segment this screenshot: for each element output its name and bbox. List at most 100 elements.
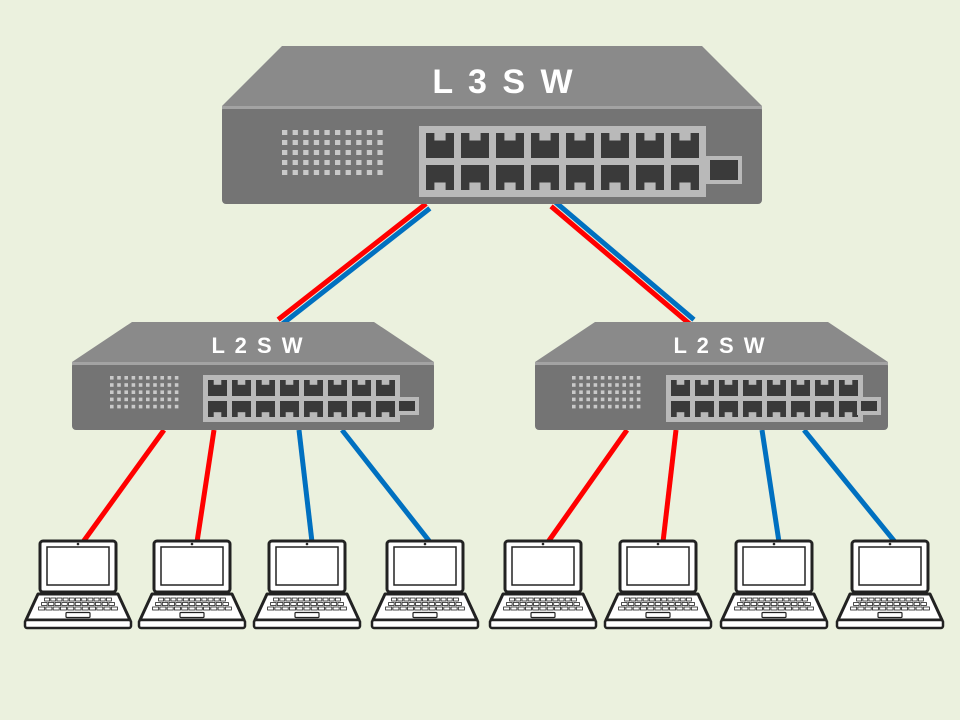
laptop-key bbox=[75, 597, 81, 602]
port-latch bbox=[539, 182, 551, 190]
laptop-key bbox=[915, 606, 923, 611]
laptop-key bbox=[310, 597, 317, 602]
port-latch bbox=[574, 133, 586, 141]
laptop-key bbox=[422, 597, 428, 602]
vent-hole bbox=[292, 160, 298, 165]
laptop-icon[interactable] bbox=[719, 539, 829, 630]
port-latch bbox=[261, 412, 270, 417]
access-link-blue bbox=[296, 429, 315, 543]
vent-hole bbox=[138, 390, 143, 394]
laptop-key bbox=[296, 606, 304, 611]
laptop-key bbox=[690, 606, 698, 611]
vent-hole bbox=[324, 150, 330, 155]
laptop-camera bbox=[656, 542, 660, 546]
vent-hole bbox=[593, 383, 598, 387]
laptop-key bbox=[756, 606, 763, 611]
ethernet-port bbox=[304, 401, 323, 417]
laptop-front-edge bbox=[835, 618, 945, 630]
laptop-key bbox=[281, 606, 289, 611]
vent-hole bbox=[153, 383, 157, 387]
laptop-key bbox=[777, 602, 784, 606]
laptop-key bbox=[181, 606, 189, 611]
laptop-icon[interactable] bbox=[370, 539, 480, 630]
laptop-key bbox=[99, 597, 106, 602]
laptop-camera bbox=[190, 542, 194, 546]
vent-hole bbox=[366, 150, 373, 155]
switch-core[interactable]: L 3 S W bbox=[222, 46, 762, 204]
vent-hole bbox=[313, 170, 320, 175]
laptop-key bbox=[74, 606, 82, 611]
laptop-icon[interactable] bbox=[137, 539, 247, 630]
vent-hole bbox=[579, 376, 583, 380]
laptop-display bbox=[511, 546, 575, 586]
vent-hole bbox=[174, 397, 179, 402]
laptop-key bbox=[686, 597, 692, 602]
blue-link-line bbox=[553, 199, 696, 322]
laptop-key bbox=[566, 602, 574, 606]
access-link-blue bbox=[802, 428, 897, 544]
laptop-key bbox=[661, 597, 668, 602]
laptop-key bbox=[152, 606, 160, 611]
laptop-icon[interactable] bbox=[488, 539, 598, 630]
laptop-key bbox=[175, 602, 182, 606]
vent-hole bbox=[146, 376, 150, 380]
laptop-key bbox=[893, 602, 900, 606]
laptop-icon[interactable] bbox=[23, 539, 133, 630]
laptop-key bbox=[503, 606, 511, 611]
vent-hole bbox=[579, 397, 583, 402]
laptop-key bbox=[38, 606, 46, 611]
laptop-key bbox=[857, 606, 865, 611]
laptop-key bbox=[553, 602, 560, 606]
laptop-key bbox=[279, 597, 286, 602]
ethernet-port bbox=[791, 380, 810, 396]
laptop-key bbox=[399, 606, 407, 611]
laptop-key bbox=[785, 606, 792, 611]
vent-hole bbox=[629, 397, 634, 402]
laptop-key bbox=[195, 602, 202, 606]
laptop-icon[interactable] bbox=[252, 539, 362, 630]
vent-hole bbox=[366, 170, 373, 175]
ethernet-port bbox=[232, 401, 251, 417]
laptop-key bbox=[159, 606, 167, 611]
vent-hole bbox=[600, 397, 605, 402]
port-latch bbox=[434, 133, 446, 141]
laptop-key bbox=[310, 602, 317, 606]
laptop-icon[interactable] bbox=[603, 539, 713, 630]
laptop-key bbox=[203, 606, 210, 611]
laptop-key bbox=[533, 602, 540, 606]
laptop-key bbox=[318, 606, 325, 611]
port-latch bbox=[609, 182, 621, 190]
laptop-key bbox=[873, 602, 880, 606]
laptop-key bbox=[455, 602, 462, 606]
uplink-core-left bbox=[276, 201, 432, 327]
laptop-key bbox=[283, 602, 290, 606]
ethernet-port bbox=[376, 401, 395, 417]
laptop-key bbox=[303, 606, 311, 611]
laptop-key bbox=[273, 597, 279, 602]
laptop-key bbox=[681, 602, 689, 606]
vent-hole bbox=[636, 383, 641, 387]
laptop-key bbox=[795, 597, 802, 602]
port-latch bbox=[285, 380, 294, 385]
access-link-red bbox=[80, 428, 167, 544]
laptop-key bbox=[907, 602, 914, 606]
vent-hole bbox=[146, 404, 150, 409]
laptop-key bbox=[220, 597, 226, 602]
switch-top-face bbox=[535, 322, 888, 362]
laptop-key bbox=[560, 602, 567, 606]
port-latch bbox=[676, 412, 685, 417]
laptop-key bbox=[88, 602, 95, 606]
ethernet-port bbox=[208, 380, 227, 396]
laptop-display bbox=[46, 546, 110, 586]
laptop-key bbox=[428, 602, 435, 606]
ethernet-port bbox=[208, 401, 227, 417]
laptop-key bbox=[654, 602, 662, 606]
laptop-touchpad bbox=[412, 611, 438, 619]
laptop-key bbox=[297, 602, 304, 606]
switch-right[interactable]: L 2 S W bbox=[535, 322, 888, 430]
laptop-icon[interactable] bbox=[835, 539, 945, 630]
switch-left[interactable]: L 2 S W bbox=[72, 322, 434, 430]
laptop-key bbox=[434, 597, 441, 602]
laptop-front-edge bbox=[603, 618, 713, 630]
